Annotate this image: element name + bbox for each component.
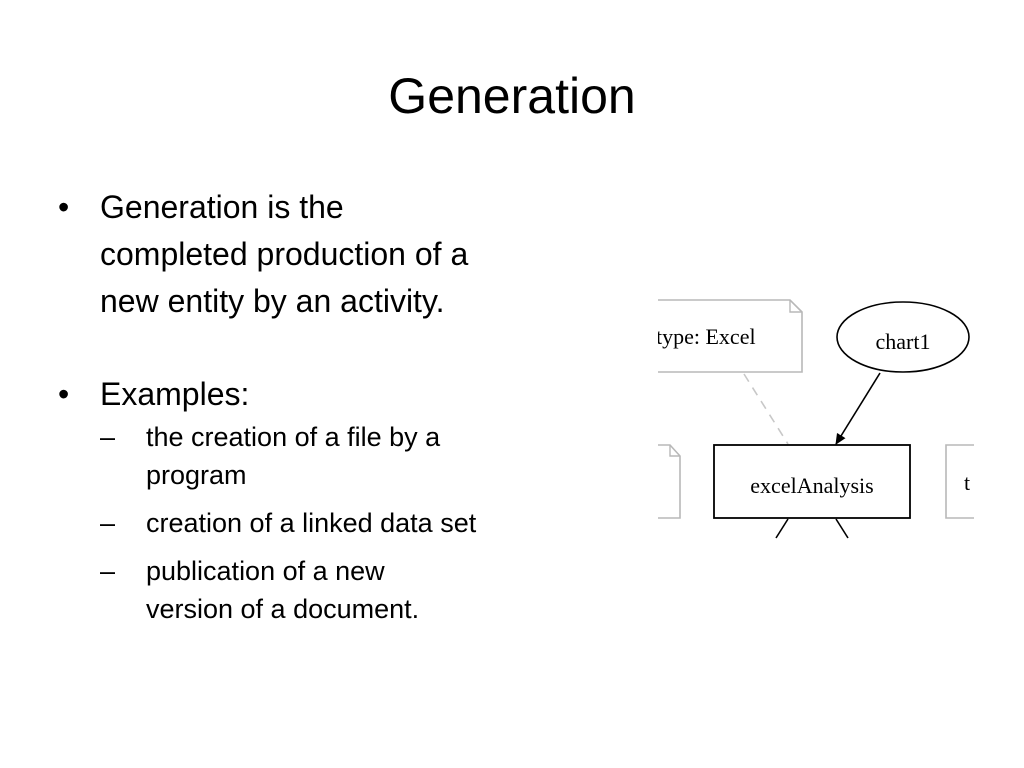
- entity-ellipse: [836, 301, 970, 373]
- sub-bullet-text-line: creation of a linked data set: [146, 508, 477, 538]
- activity-out-edge-left: [775, 518, 789, 539]
- bullet-text-line: new entity by an activity.: [100, 283, 445, 319]
- sub-bullet-item: – creation of a linked data set: [100, 504, 588, 542]
- activity-out-edge-right: [835, 518, 849, 539]
- provenance-diagram: type: Excel chart1 excelAnalysis t: [658, 299, 974, 539]
- right-note-label: t: [964, 470, 970, 495]
- bullet-text-line: Generation is the: [100, 189, 344, 225]
- entity-chart1: chart1: [836, 301, 970, 373]
- right-note-shape: [945, 444, 974, 519]
- sub-bullet-text-line: publication of a new: [146, 556, 385, 586]
- sub-bullet-marker: –: [100, 422, 116, 452]
- bullet-item-generation: • Generation is the completed production…: [58, 184, 588, 325]
- sub-bullet-list: – the creation of a file by a program – …: [100, 418, 588, 628]
- left-note-fold: [669, 445, 680, 457]
- sub-bullet-item: – publication of a new version of a docu…: [100, 552, 588, 628]
- note-label: type: Excel: [658, 324, 756, 349]
- note-fold: [789, 300, 802, 313]
- sub-bullet-text-line: version of a document.: [146, 594, 420, 624]
- generation-arrow: [835, 372, 881, 445]
- right-note-fragment: t: [945, 444, 974, 519]
- bullet-text: Examples:: [100, 376, 250, 412]
- note-type-excel: type: Excel: [658, 299, 803, 373]
- bullet-text-line: completed production of a: [100, 236, 469, 272]
- entity-label: chart1: [876, 329, 931, 354]
- activity-excel-analysis: excelAnalysis: [713, 444, 911, 519]
- bullet-marker: •: [58, 376, 70, 412]
- bullet-item-examples: • Examples:: [58, 371, 588, 418]
- sub-bullet-marker: –: [100, 508, 116, 538]
- bullet-list: • Generation is the completed production…: [58, 184, 588, 628]
- activity-label: excelAnalysis: [750, 473, 873, 498]
- bullet-marker: •: [58, 189, 70, 225]
- sub-bullet-text-line: the creation of a file by a: [146, 422, 441, 452]
- sub-bullet-marker: –: [100, 556, 116, 586]
- sub-bullet-text-line: program: [146, 460, 247, 490]
- sub-bullet-item: – the creation of a file by a program: [100, 418, 588, 494]
- note-dashed-link: [743, 373, 789, 445]
- slide-title: Generation: [388, 68, 636, 124]
- activity-box: [713, 444, 911, 519]
